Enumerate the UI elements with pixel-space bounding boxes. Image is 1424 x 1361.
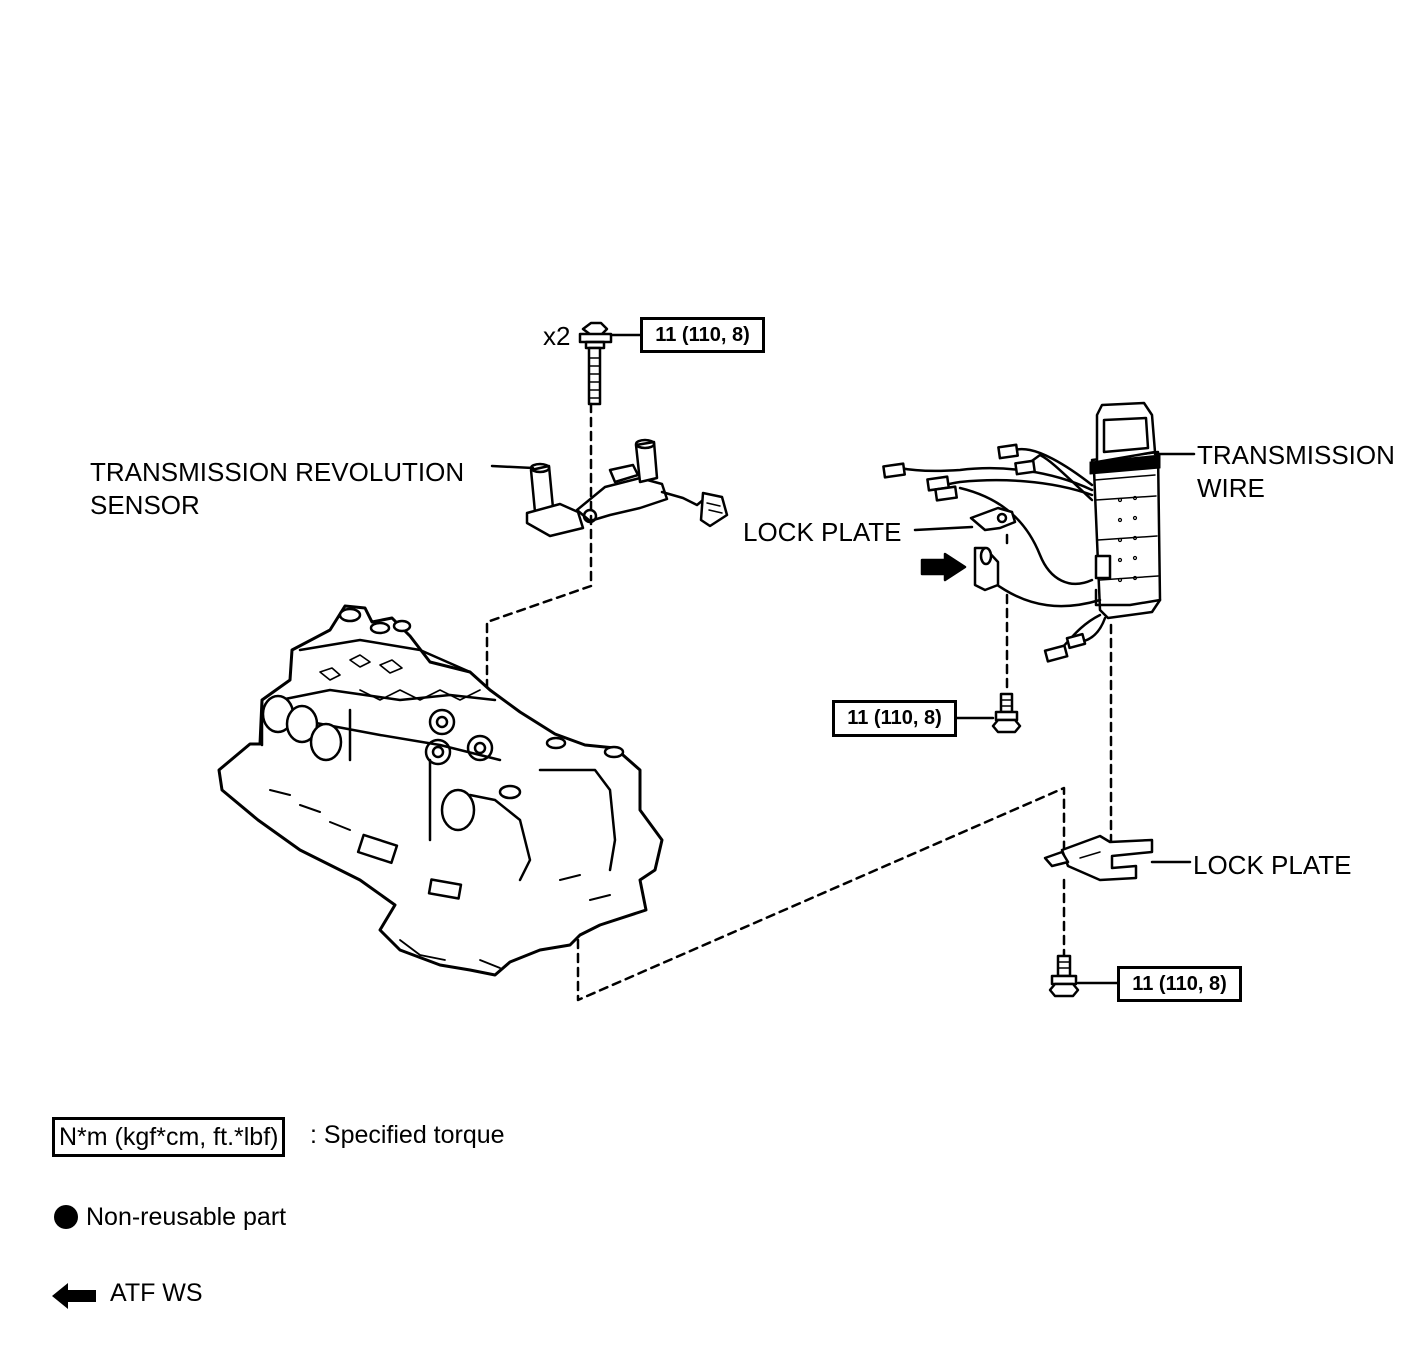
torque-box-lock-plate-bolt: 11 (110, 8) (832, 700, 957, 737)
legend-nonreusable-text: Non-reusable part (86, 1203, 287, 1231)
multiplier-label: x2 (543, 321, 571, 351)
legend-torque-text: : Specified torque (310, 1121, 505, 1149)
transmission-wire-label-line2: WIRE (1197, 473, 1265, 503)
sensor-bolt-icon (578, 321, 613, 406)
revolution-sensor-label-line1: TRANSMISSION REVOLUTION (90, 457, 465, 487)
filled-circle-icon (54, 1205, 78, 1229)
transmission-wire-label-line1: TRANSMISSION (1197, 440, 1395, 470)
lock-plate-upper-label: LOCK PLATE (743, 517, 902, 547)
revolution-sensor-icon (525, 438, 729, 538)
valve-body-icon (217, 604, 664, 977)
bracket-bolt-icon (1048, 954, 1080, 998)
legend-torque-box: N*m (kgf*cm, ft.*lbf) (52, 1117, 286, 1157)
torque-box-bracket-bolt: 11 (110, 8) (1117, 966, 1242, 1002)
lock-plate-bolt-icon (991, 692, 1022, 734)
revolution-sensor-label-line2: SENSOR (90, 490, 200, 520)
lock-plate-lower-label: LOCK PLATE (1193, 850, 1352, 880)
transmission-wire-icon (882, 401, 1162, 663)
lower-lock-plate-icon (1043, 834, 1154, 882)
torque-box-sensor-bolt: 11 (110, 8) (640, 317, 765, 353)
legend-atf-text: ATF WS (110, 1279, 203, 1307)
left-arrow-icon (52, 1283, 96, 1309)
